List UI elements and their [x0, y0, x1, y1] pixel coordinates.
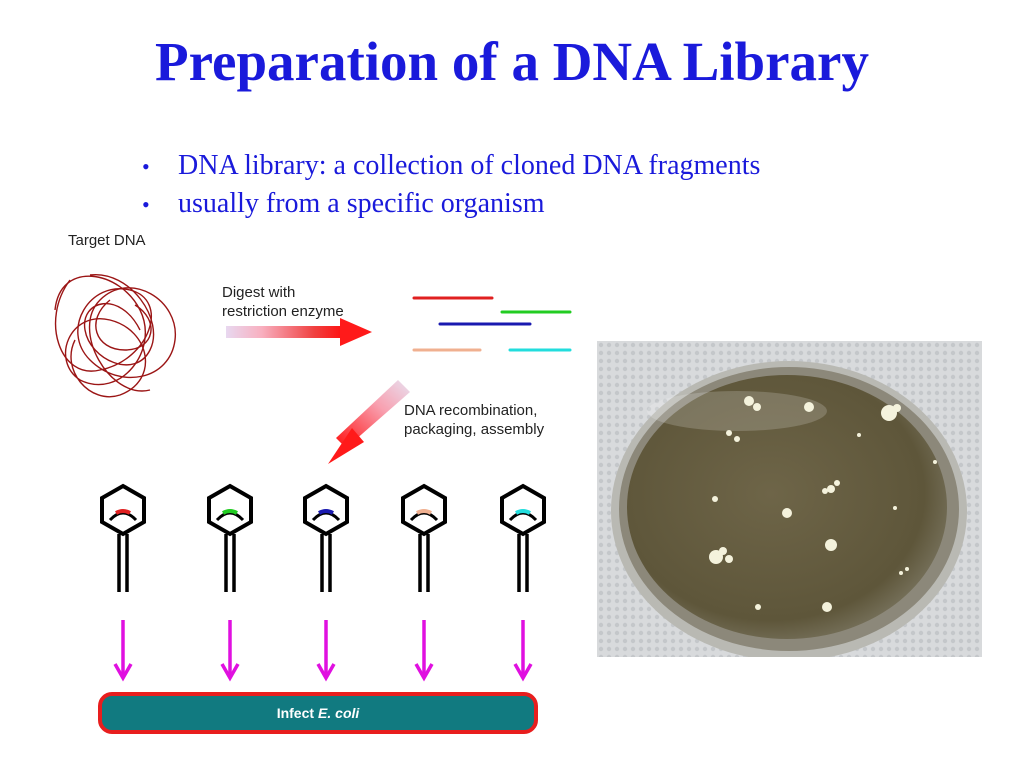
- bullet-item: • usually from a specific organism: [142, 188, 760, 226]
- bacterial-colony: [834, 480, 840, 486]
- recombination-label: DNA recombination, packaging, assembly: [404, 402, 544, 440]
- bacterial-colony: [755, 604, 761, 610]
- recombination-label-line1: DNA recombination,: [404, 402, 538, 419]
- bullet-dot-icon: •: [142, 192, 150, 217]
- bacterial-colony: [857, 433, 861, 437]
- recombination-label-line2: packaging, assembly: [404, 420, 545, 438]
- digest-label: Digest with restriction enzyme: [222, 284, 344, 322]
- phage-icon: [401, 483, 447, 592]
- bacterial-colony: [893, 506, 897, 510]
- slide-title: Preparation of a DNA Library: [155, 31, 869, 92]
- infect-arrow-icon: [113, 620, 133, 682]
- bacterial-colony: [712, 496, 718, 502]
- bacterial-colony: [933, 460, 937, 464]
- bacterial-colony: [725, 555, 733, 563]
- digest-label-line1: Digest with: [222, 284, 296, 301]
- bacterial-colony: [899, 571, 903, 575]
- bacterial-colony: [822, 602, 832, 612]
- bacterial-colony: [822, 488, 828, 494]
- bacterial-colony: [905, 567, 909, 571]
- bullet-text: usually from a specific organism: [178, 188, 545, 219]
- digest-arrow: [226, 318, 372, 346]
- phage-icon: [100, 483, 146, 592]
- bullet-list: • DNA library: a collection of cloned DNA…: [142, 150, 760, 226]
- phage-icon: [207, 483, 253, 592]
- phage-icon: [500, 483, 546, 592]
- recombination-arrow: [328, 380, 410, 464]
- infect-arrow-group: [113, 620, 533, 682]
- infect-organism: E. coli: [318, 705, 360, 721]
- bacterial-colony: [753, 403, 761, 411]
- phage-icon: [303, 483, 349, 592]
- bacterial-colony: [827, 485, 835, 493]
- bacterial-colony: [893, 404, 901, 412]
- petri-dish-photo: [597, 341, 982, 657]
- bacterial-colony: [719, 547, 727, 555]
- bullet-item: • DNA library: a collection of cloned DNA…: [142, 150, 760, 188]
- bacterial-colony: [825, 539, 837, 551]
- bullet-text: DNA library: a collection of cloned DNA …: [178, 150, 761, 181]
- bacterial-colony: [709, 550, 723, 564]
- bacterial-colony: [881, 405, 897, 421]
- dna-fragments: [412, 296, 572, 352]
- infect-arrow-icon: [414, 620, 434, 682]
- bacterial-colony: [744, 396, 754, 406]
- target-dna-label: Target DNA: [68, 232, 146, 249]
- bacterial-colony: [734, 436, 740, 442]
- target-dna-tangle: [54, 274, 176, 398]
- digest-label-line2: restriction enzyme: [222, 302, 344, 320]
- infect-arrow-icon: [513, 620, 533, 682]
- phage-group: [100, 483, 546, 592]
- bacterial-colony: [726, 430, 732, 436]
- bacterial-colony: [782, 508, 792, 518]
- bullet-dot-icon: •: [142, 154, 150, 179]
- bacterial-colony: [804, 402, 814, 412]
- infect-label: Infect: [276, 705, 315, 721]
- infect-arrow-icon: [316, 620, 336, 682]
- infect-arrow-icon: [220, 620, 240, 682]
